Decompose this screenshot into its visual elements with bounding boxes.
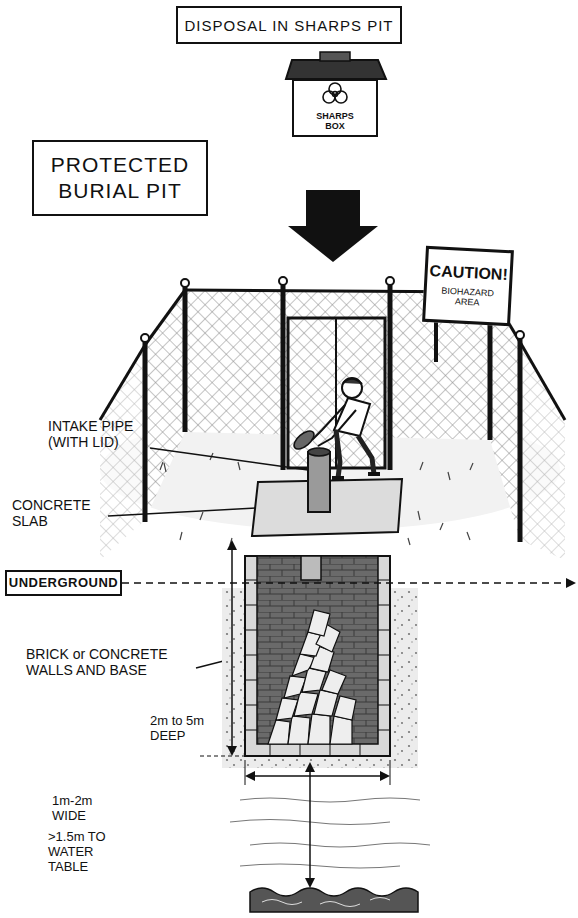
grass-tufts [160, 453, 473, 545]
box-piece [288, 716, 310, 744]
arrow-head [566, 578, 576, 588]
box-piece [276, 698, 298, 720]
warning-sign: CAUTION!BIOHAZARD AREA [422, 246, 514, 327]
post-cap [516, 331, 524, 339]
box-piece [308, 714, 330, 744]
arrow-head [380, 771, 390, 781]
dimension-label: >1.5m TO WATER TABLE [48, 830, 120, 875]
section-heading: PROTECTED BURIAL PIT [45, 152, 195, 205]
grass [160, 453, 473, 545]
post-cap [279, 277, 287, 285]
leader-line [108, 508, 256, 516]
wall-joints [245, 580, 390, 756]
fence-post [281, 282, 286, 470]
box-piece [330, 716, 352, 744]
fence-mesh [520, 342, 565, 560]
post-cap [386, 277, 394, 285]
callout-label: INTAKE PIPE (WITH LID) [48, 418, 160, 450]
sharps-box-label: SHARPS BOX [313, 112, 357, 132]
arrow-head [245, 771, 255, 781]
sign-post [434, 320, 438, 362]
worker-cap [343, 379, 362, 384]
intake-pipe [308, 452, 330, 512]
width-dimension [252, 775, 383, 777]
sign-text: BIOHAZARD AREA [437, 286, 498, 309]
callout-label: CONCRETE SLAB [12, 497, 108, 529]
fence-post [388, 282, 393, 470]
dimension-extension [390, 760, 391, 785]
callout-label: BRICK or CONCRETE WALLS AND BASE [26, 646, 198, 678]
depth-dimension [231, 546, 233, 750]
fence-mesh [100, 345, 145, 560]
dimension-extension [245, 760, 246, 785]
post-cap [181, 279, 189, 287]
box-piece [308, 610, 330, 636]
worker-legs [336, 430, 374, 478]
arrow-head [305, 878, 315, 888]
fence-mesh [145, 290, 185, 520]
pit-walls [245, 556, 390, 756]
arrow-head [305, 762, 315, 772]
fence-rail [145, 290, 185, 345]
ground-level-line [122, 582, 566, 584]
pipe-outlet [301, 556, 321, 580]
soil-strata [230, 798, 430, 868]
section-heading-box: PROTECTED BURIAL PIT [32, 140, 208, 216]
box-piece [334, 696, 356, 720]
arrow-head [227, 746, 237, 756]
box-piece [314, 690, 338, 716]
brick-joints [245, 580, 390, 756]
worker [312, 378, 380, 478]
title-box: DISPOSAL IN SHARPS PIT [176, 6, 402, 44]
ground-level-box: UNDERGROUND [5, 570, 122, 596]
pipe-opening [308, 448, 330, 456]
box-piece [268, 720, 290, 744]
arrow-head [227, 540, 237, 550]
fence-post [518, 336, 523, 542]
box-piece [322, 670, 346, 694]
fence-post [183, 284, 188, 432]
strata-lines [230, 798, 430, 868]
sharps-box: SHARPS BOX [292, 79, 378, 137]
dimension-label: 1m-2m WIDE [52, 794, 122, 824]
water-ripples [262, 898, 390, 907]
worker-arm [312, 405, 345, 440]
water-table [250, 888, 418, 912]
worker-boots [332, 474, 380, 478]
sharps-box-handle [320, 52, 350, 61]
biohazard-symbol [323, 83, 347, 103]
fence-rail [520, 342, 565, 420]
biohazard-center [333, 92, 338, 97]
fence-mesh [490, 292, 520, 540]
dimension-label: 2m to 5m DEEP [150, 714, 228, 744]
post-cap [141, 334, 149, 342]
sharps-box-lid [286, 60, 386, 79]
pit-interior [257, 556, 378, 744]
sharps-boxes-pile [268, 610, 356, 744]
leader-line [150, 448, 308, 470]
biohazard-ring [329, 83, 341, 95]
fence-post [143, 339, 148, 522]
water-table-dimension [309, 768, 311, 882]
ground-level-label: UNDERGROUND [9, 576, 119, 590]
sign-heading: CAUTION! [429, 262, 508, 284]
fence-rail [100, 345, 145, 420]
down-arrow [288, 190, 378, 262]
dimension-extension [200, 756, 245, 757]
water [250, 888, 418, 912]
worker-head [342, 378, 362, 398]
